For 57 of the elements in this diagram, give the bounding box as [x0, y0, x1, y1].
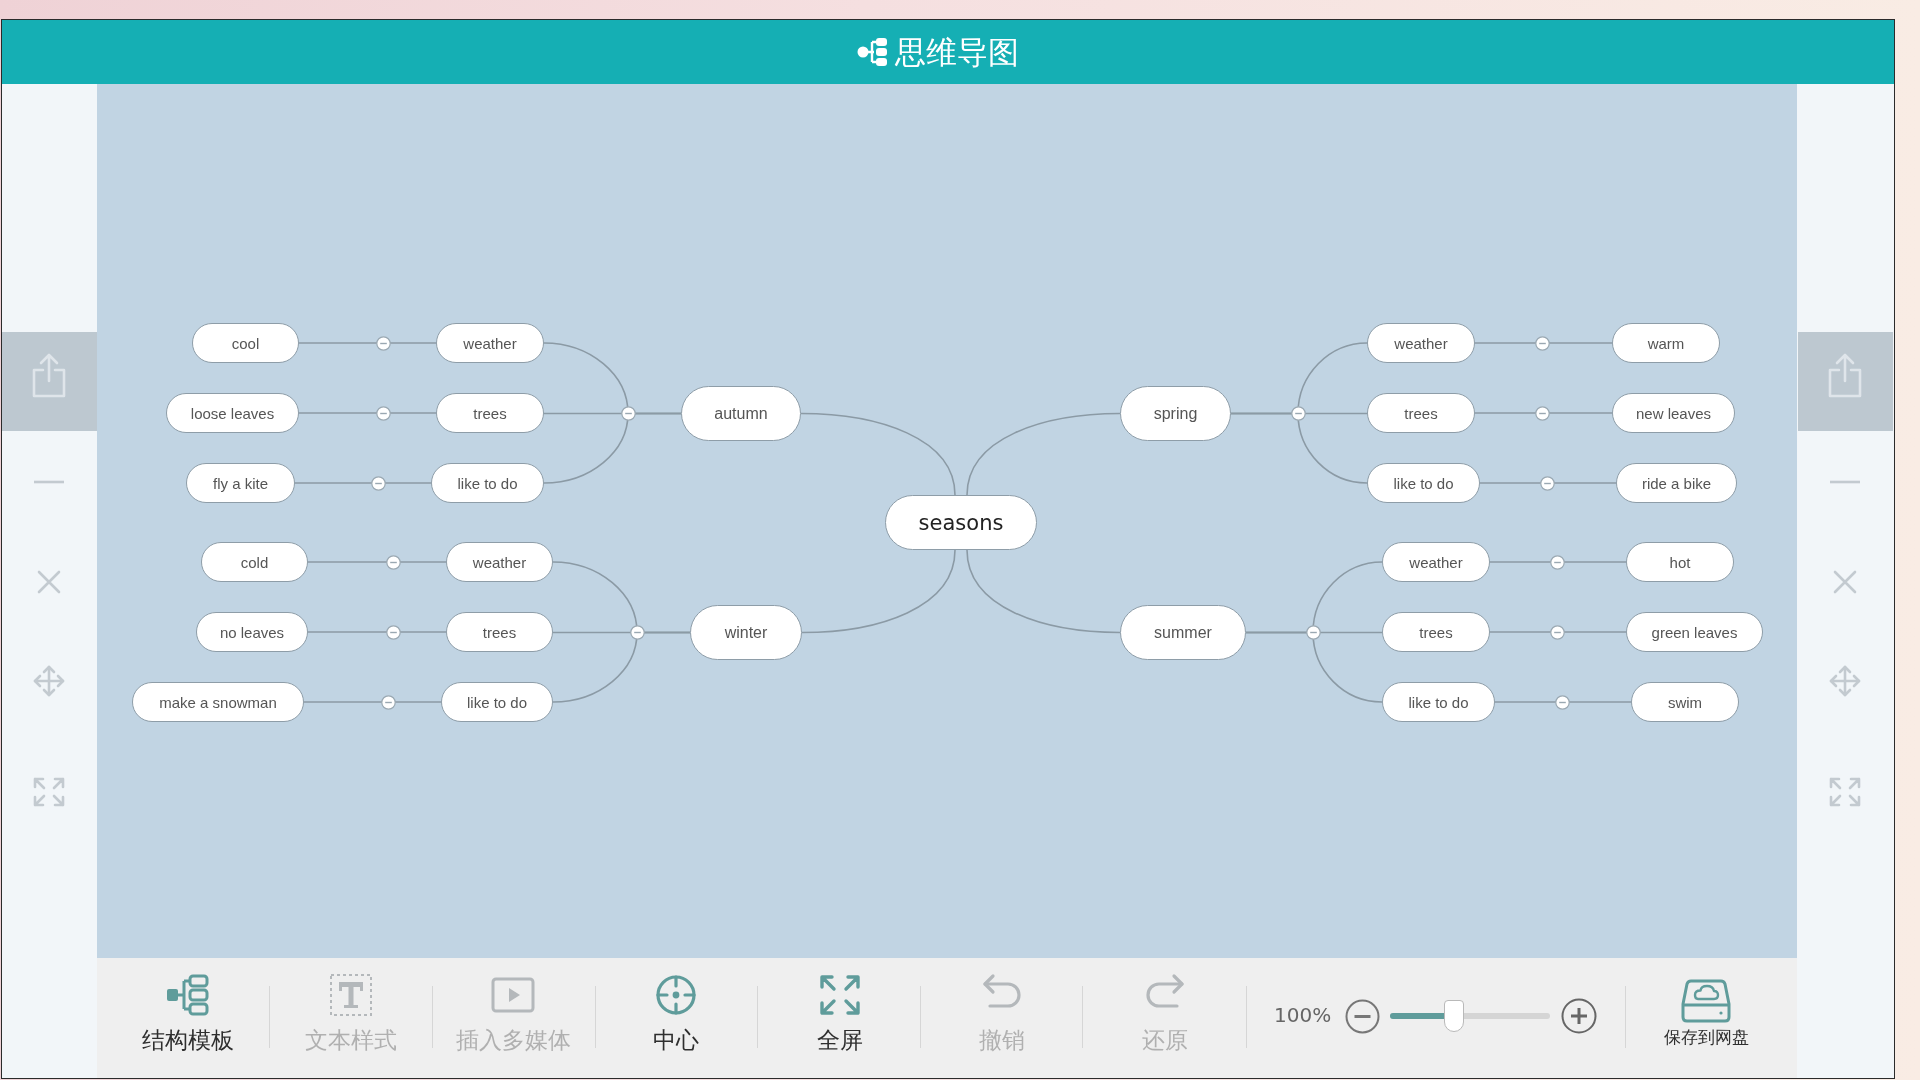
connector-line — [307, 561, 447, 563]
connector-line — [966, 412, 1121, 496]
connector-line — [1474, 342, 1613, 344]
connector-line — [1489, 561, 1627, 563]
subtopic-node: no leaves — [196, 612, 308, 652]
subtopic-node: weather — [1367, 323, 1475, 363]
connector-line — [303, 701, 442, 703]
save-to-cloud-button: 保存到网盘 — [1646, 979, 1766, 1048]
app-title: 思维导图 — [895, 33, 1019, 72]
text-style-button: 文本样式 — [276, 973, 426, 1054]
insert-media-button: 插入多媒体 — [438, 973, 588, 1054]
subtopic-node: trees — [446, 612, 553, 652]
subtopic-node: trees — [1367, 393, 1475, 433]
structure-template-button: 结构模板 — [113, 973, 263, 1054]
subtopic-node: new leaves — [1612, 393, 1735, 433]
center-button: 中心 — [601, 973, 751, 1054]
subtopic-node: trees — [436, 393, 544, 433]
fullscreen-button: 全屏 — [765, 973, 915, 1054]
subtopic-node: hot — [1626, 542, 1734, 582]
subtopic-node: warm — [1612, 323, 1720, 363]
connector-line — [966, 549, 1121, 634]
main-topic-node: summer — [1120, 605, 1246, 660]
connector-line — [298, 412, 437, 414]
subtopic-node: like to do — [1367, 463, 1480, 503]
connector-line — [298, 342, 437, 344]
connector-line — [307, 631, 447, 633]
connector-line — [552, 631, 691, 703]
connector-line — [294, 482, 432, 484]
subtopic-node: green leaves — [1626, 612, 1763, 652]
subtopic-node: like to do — [1382, 682, 1495, 722]
connector-line — [1479, 482, 1617, 484]
connector-line — [1474, 412, 1613, 414]
central-topic-node: seasons — [885, 495, 1037, 550]
connector-line — [1494, 701, 1632, 703]
undo-button: 撤销 — [927, 973, 1077, 1054]
subtopic-node: weather — [1382, 542, 1490, 582]
subtopic-node: cool — [192, 323, 299, 363]
subtopic-node: weather — [436, 323, 544, 363]
subtopic-node: swim — [1631, 682, 1739, 722]
connector-line — [543, 412, 682, 484]
connector-line — [1489, 631, 1627, 633]
subtopic-node: fly a kite — [186, 463, 295, 503]
connector-line — [1245, 631, 1383, 703]
connector-line — [800, 412, 956, 496]
subtopic-node: ride a bike — [1616, 463, 1737, 503]
subtopic-node: loose leaves — [166, 393, 299, 433]
subtopic-node: trees — [1382, 612, 1490, 652]
redo-button: 还原 — [1090, 973, 1240, 1054]
subtopic-node: like to do — [441, 682, 553, 722]
connector-line — [1230, 412, 1368, 484]
subtopic-node: weather — [446, 542, 553, 582]
subtopic-node: make a snowman — [132, 682, 304, 722]
zoom-level-text: 100% — [1274, 1003, 1332, 1027]
subtopic-node: cold — [201, 542, 308, 582]
connector-line — [801, 549, 956, 634]
subtopic-node: like to do — [431, 463, 544, 503]
main-topic-node: autumn — [681, 386, 801, 441]
